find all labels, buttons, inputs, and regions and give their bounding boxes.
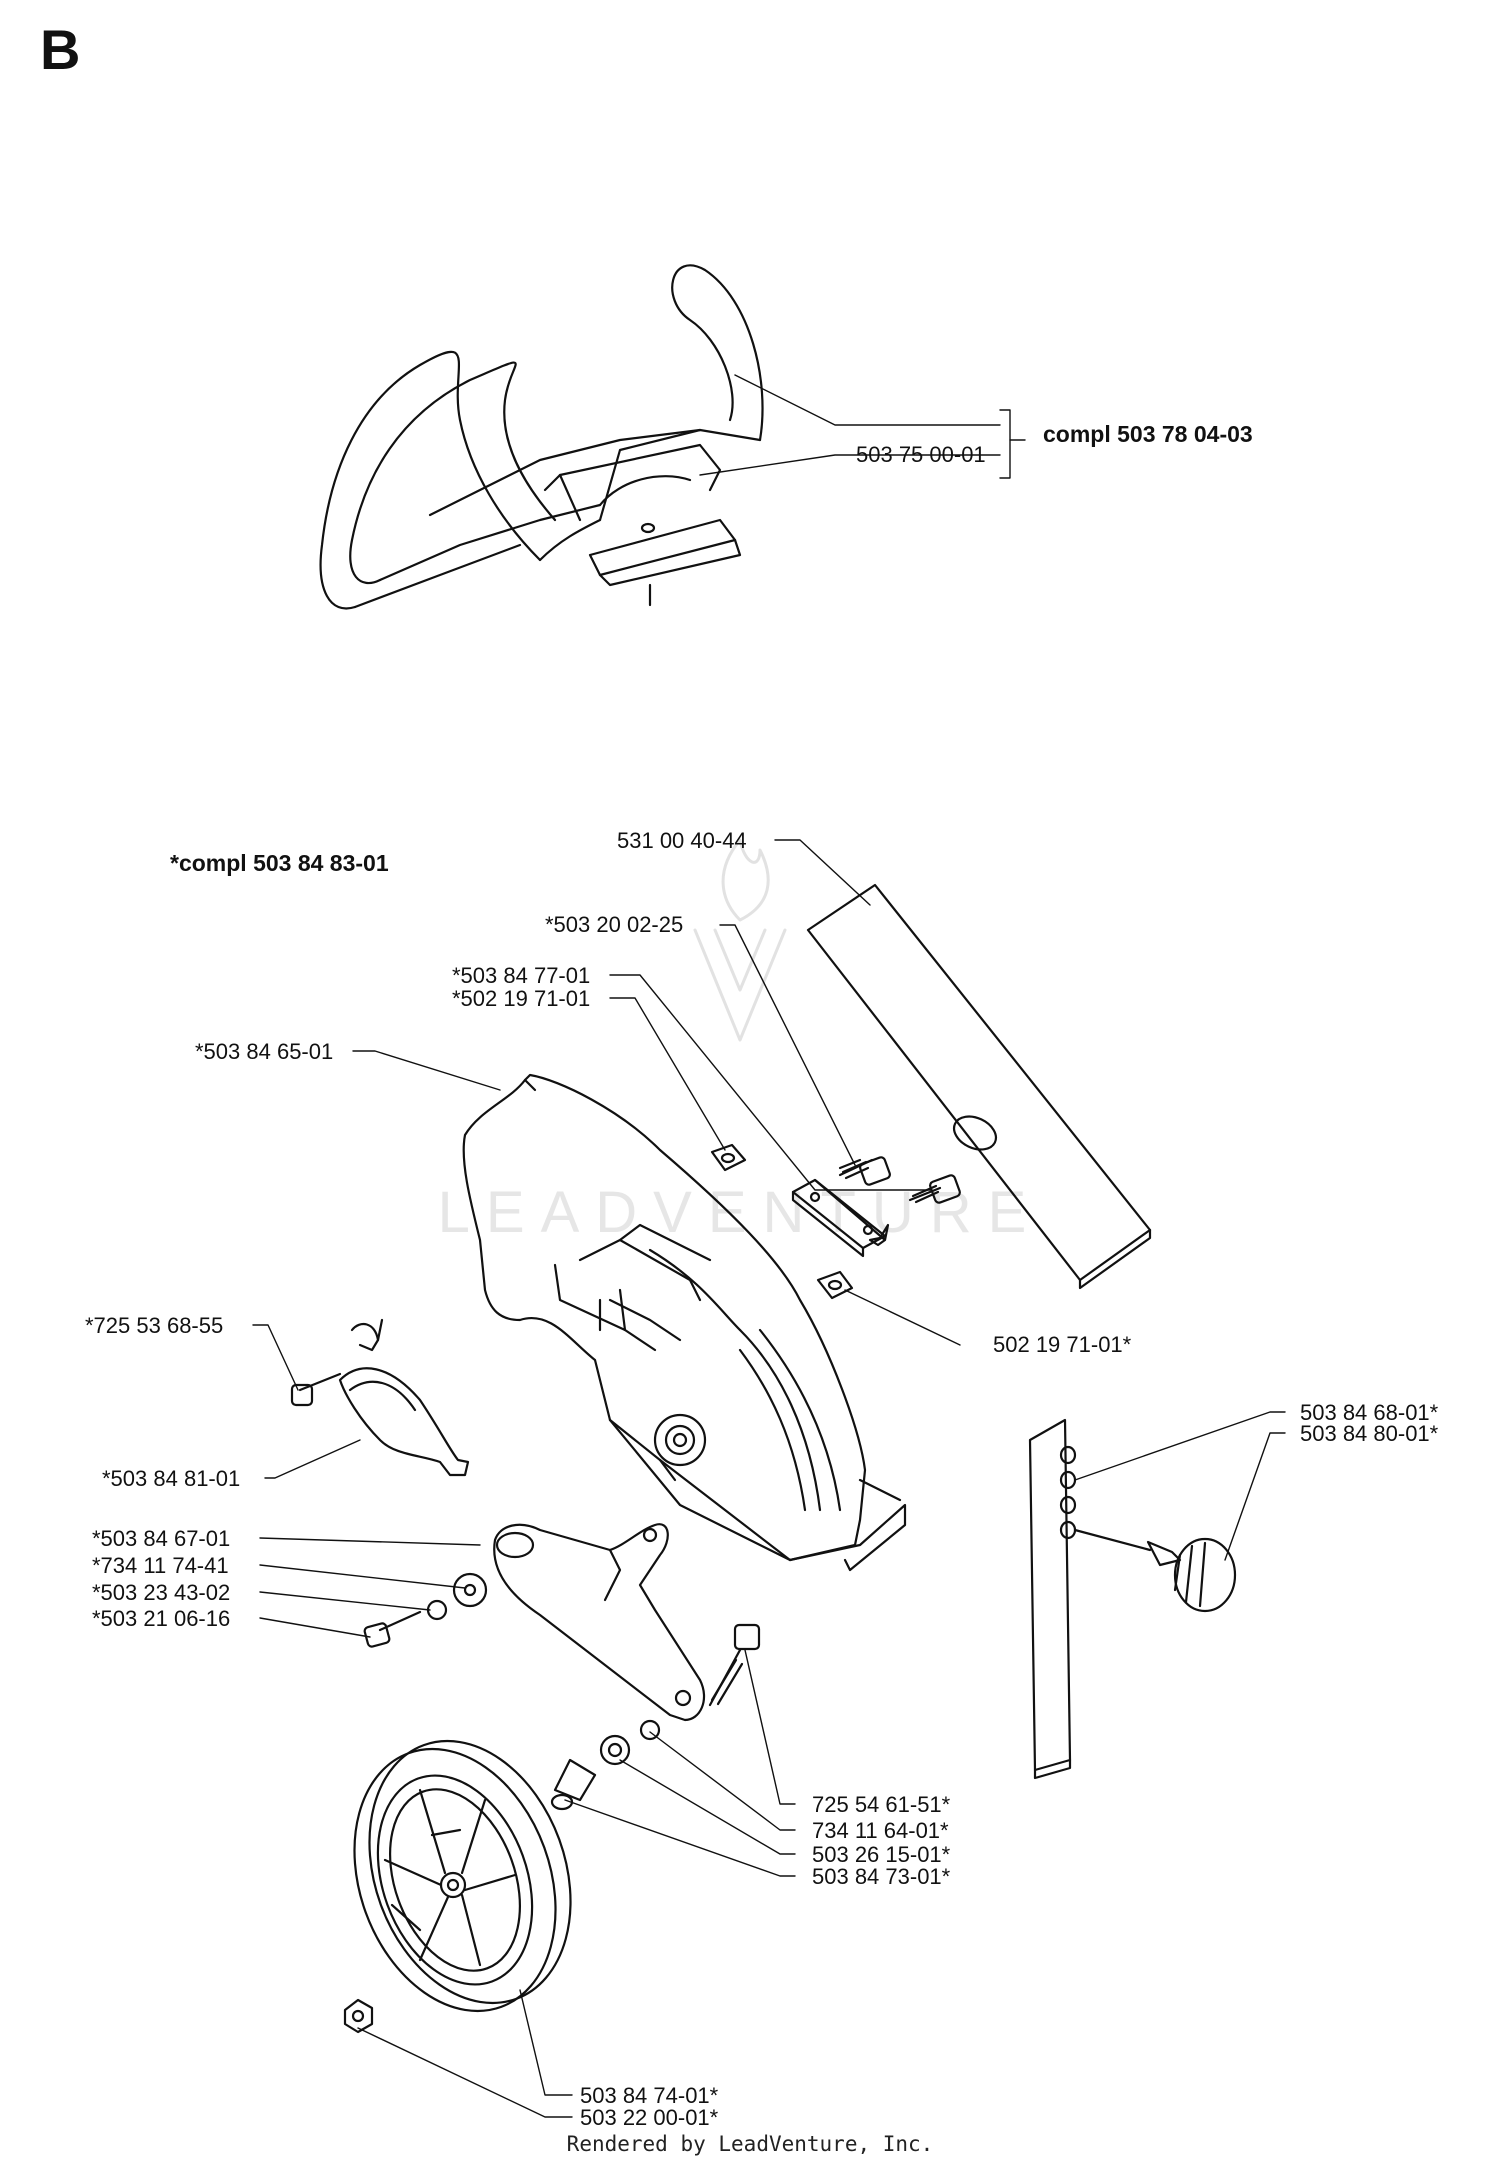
watermark-text: LEADVENTURE: [438, 1180, 1043, 1245]
part-label-axle-bolt: 725 54 61-51*: [812, 1792, 951, 1817]
part-label-blade: 531 00 40-44: [617, 828, 747, 853]
part-label-nut-left: *502 19 71-01: [452, 986, 591, 1011]
arm-drawing: [363, 1523, 761, 1811]
part-label-knob: 503 84 80-01*: [1300, 1421, 1439, 1446]
part-label-washer-a: *734 11 74-41: [92, 1553, 229, 1578]
depth-plate-knob-drawing: [1028, 1418, 1237, 1780]
plate-hardware-drawing: [710, 1143, 961, 1300]
part-label-depth-plate: 503 84 68-01*: [1300, 1400, 1439, 1425]
guard-drawing: [462, 1073, 907, 1572]
part-label-503-75-00-01: 503 75 00-01: [856, 442, 986, 467]
part-label-plate: *503 84 77-01: [452, 963, 591, 988]
part-label-washer-c: 734 11 64-01*: [812, 1818, 949, 1843]
leader-lines: [252, 374, 1286, 2118]
compl-label-guard: *compl 503 84 83-01: [170, 850, 389, 876]
part-label-wheel: 503 84 74-01*: [580, 2083, 719, 2108]
compl-label-handle: compl 503 78 04-03: [1043, 421, 1253, 447]
part-label-clamp-screw: *725 53 68-55: [85, 1313, 224, 1338]
part-label-nut-right: 502 19 71-01*: [993, 1332, 1132, 1357]
part-label-washer-b: *503 23 43-02: [92, 1580, 231, 1605]
watermark-logo: [693, 838, 787, 1042]
part-label-clamp: *503 84 81-01: [102, 1466, 241, 1491]
section-letter: B: [40, 18, 81, 81]
clamp-drawing: [290, 1318, 470, 1477]
wheel-drawing: [343, 1739, 572, 2034]
part-label-sleeve: 503 84 73-01*: [812, 1864, 951, 1889]
part-label-guard: *503 84 65-01: [195, 1039, 334, 1064]
part-label-wheel-nut: 503 22 00-01*: [580, 2105, 719, 2130]
blade-drawing: [806, 883, 1152, 1290]
footer-credit: Rendered by LeadVenture, Inc.: [566, 2132, 934, 2156]
part-label-bolt-top: *503 20 02-25: [545, 912, 684, 937]
part-label-arm-screw: *503 21 06-16: [92, 1606, 231, 1631]
part-label-arm: *503 84 67-01: [92, 1526, 231, 1551]
handle-drawing: [319, 264, 764, 610]
part-label-bearing: 503 26 15-01*: [812, 1842, 951, 1867]
